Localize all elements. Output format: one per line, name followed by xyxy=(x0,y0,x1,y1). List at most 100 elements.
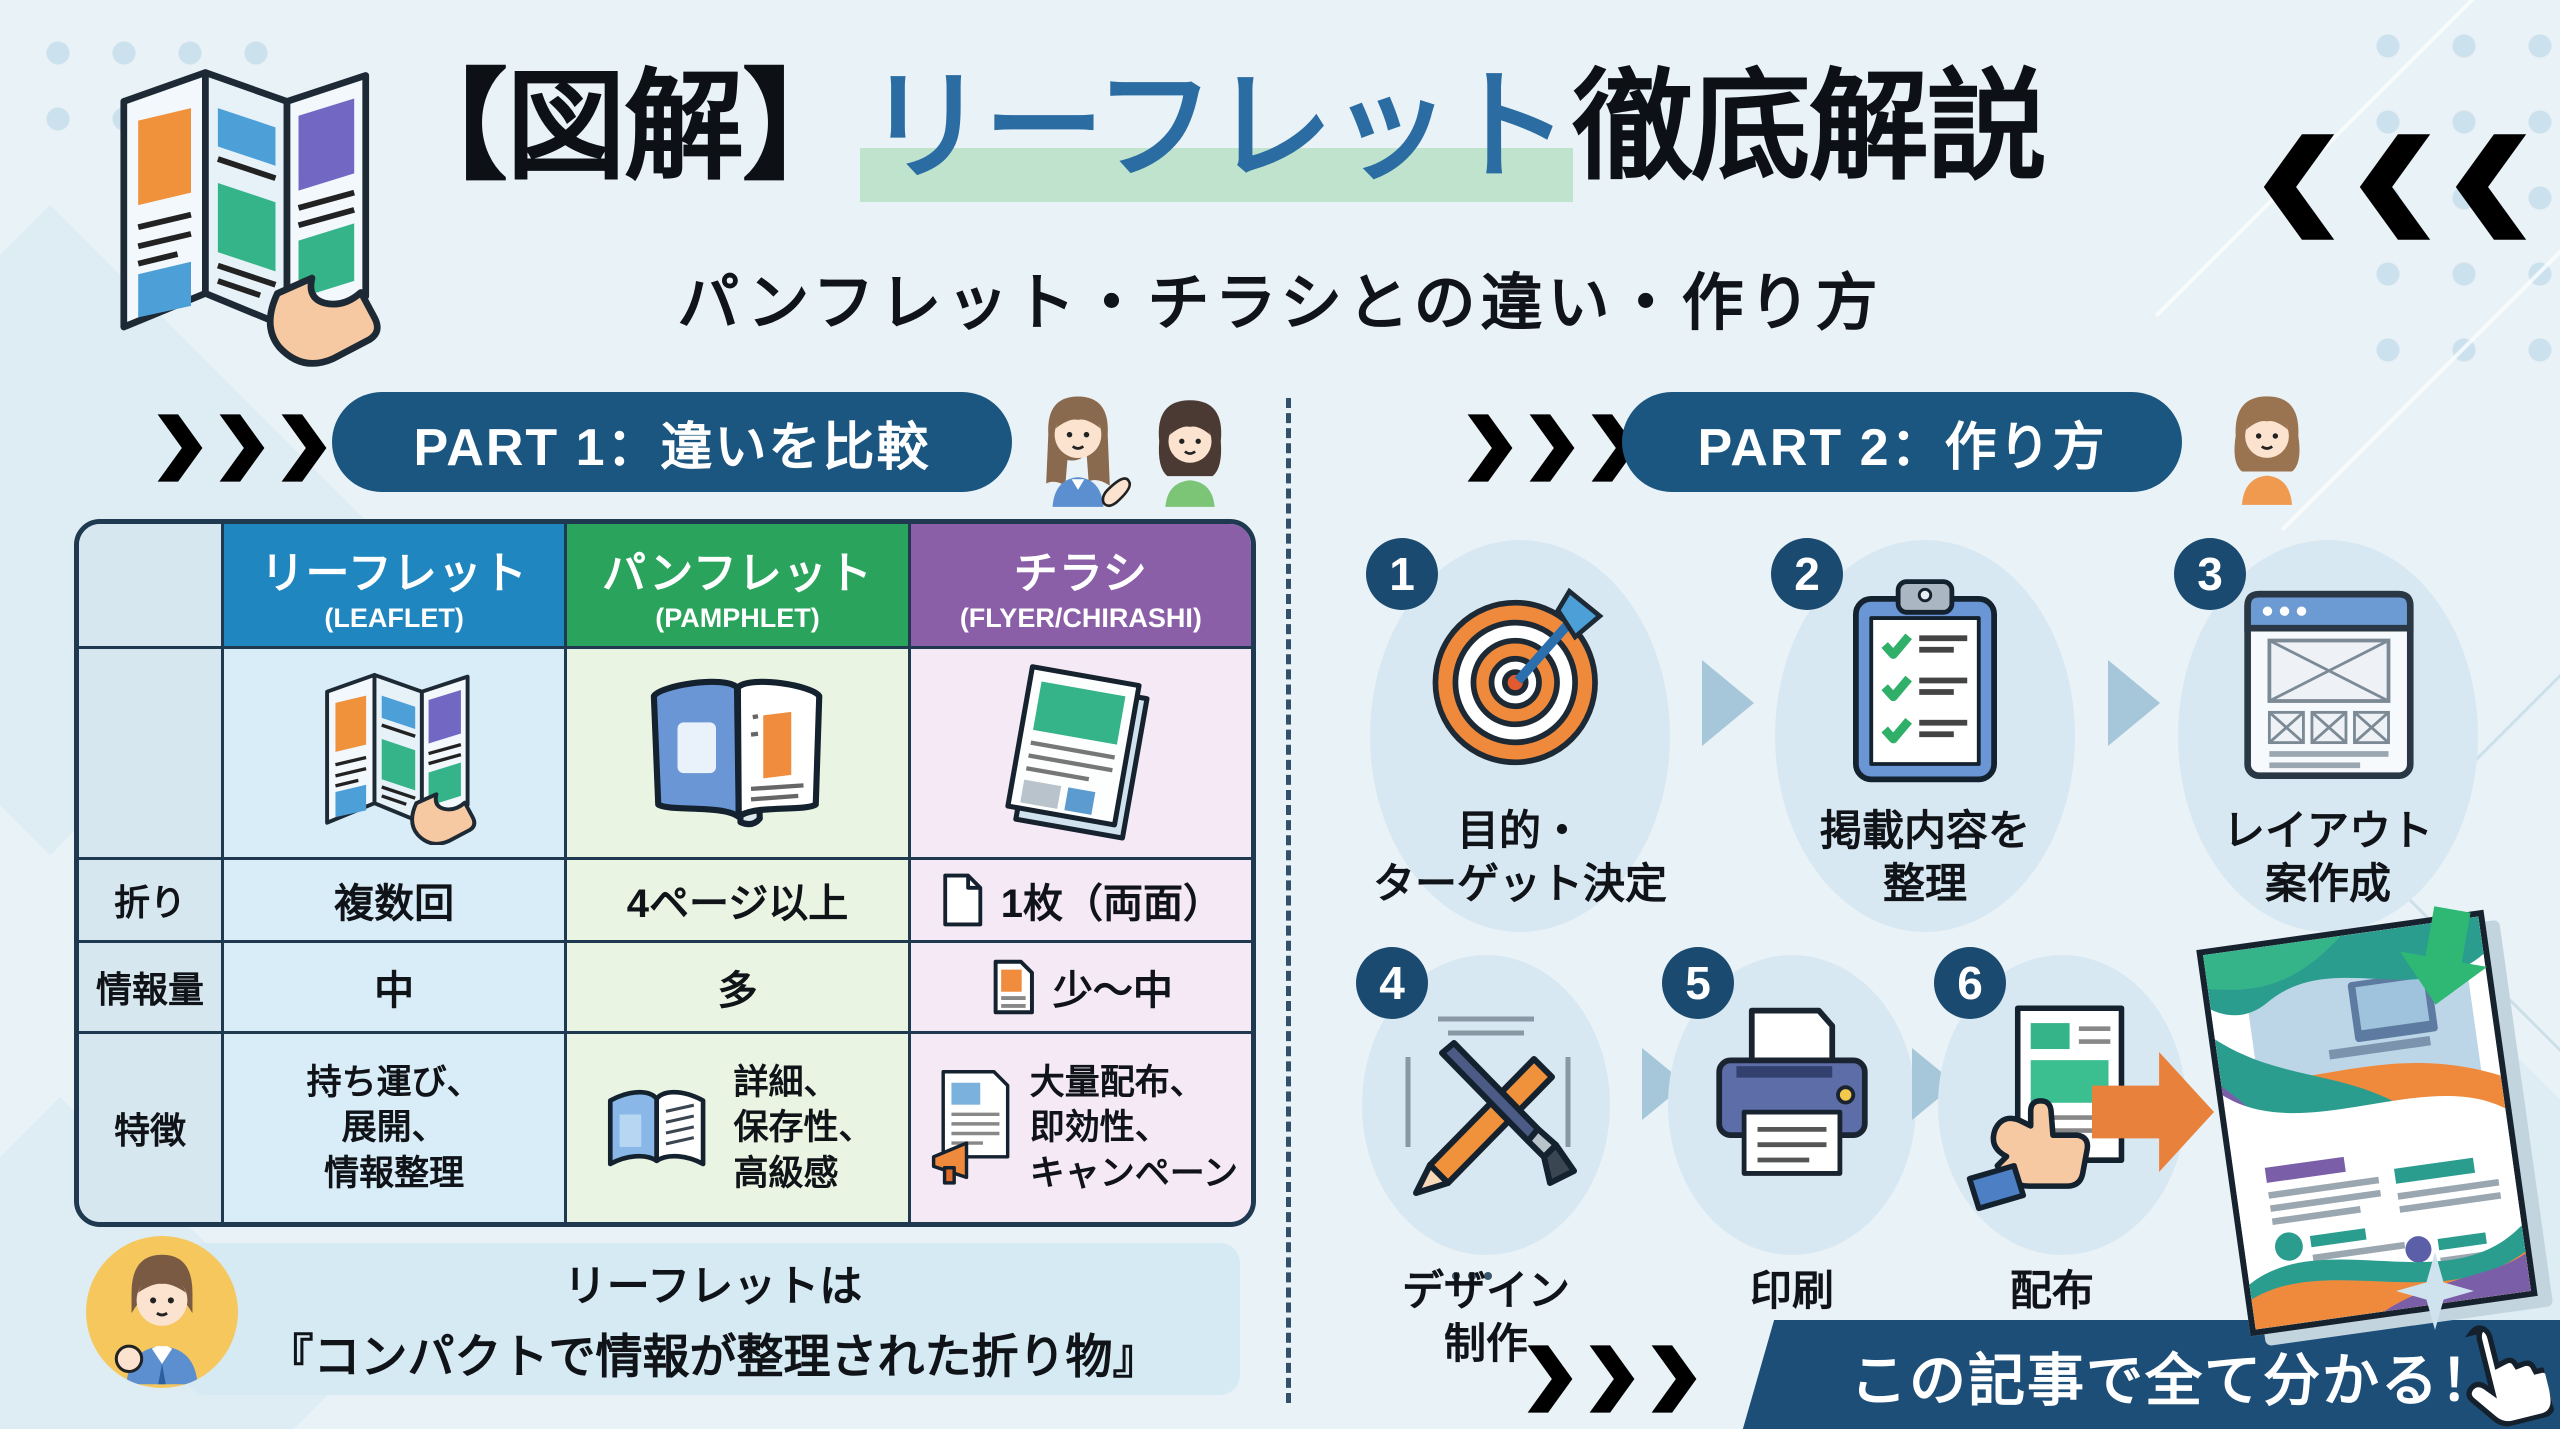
chevron-right-icon xyxy=(1467,414,1513,482)
features-leaflet: 持ち運び、 展開、 情報整理 xyxy=(221,1034,565,1222)
flow-arrow-icon xyxy=(2108,660,2160,746)
target-icon xyxy=(1425,578,1615,768)
chevron-right-icon xyxy=(1589,1345,1635,1413)
woman-avatar-3 xyxy=(2233,395,2301,507)
chevron-right-icon xyxy=(157,414,203,482)
fold-leaflet: 複数回 xyxy=(221,860,565,940)
booklet-icon xyxy=(632,661,842,845)
table-fold-row: 折り 複数回 4ページ以上 1枚（両面） xyxy=(79,857,1251,940)
step-label: デザイン 制作 xyxy=(1401,1267,1570,1367)
chevron-left-icon xyxy=(2359,134,2431,240)
down-arrow-icon xyxy=(2392,901,2496,1013)
comparison-table: リーフレット (LEAFLET) パンフレット (PAMPHLET) チラシ (… xyxy=(74,519,1256,1227)
fold-pamphlet: 4ページ以上 xyxy=(564,860,908,940)
leaflet-illustration-cell xyxy=(221,649,565,857)
part2-label: PART 2：作り方 xyxy=(1697,418,2107,477)
step-number-badge: 4 xyxy=(1356,947,1428,1019)
column-header-pamphlet: パンフレット (PAMPHLET) xyxy=(564,524,908,646)
summary-line1: リーフレットは xyxy=(563,1262,863,1311)
woman-avatar-2 xyxy=(1157,398,1223,509)
chevron-right-icon xyxy=(1527,1345,1573,1413)
features-pamphlet-text: 詳細、 保存性、 高級感 xyxy=(733,1062,874,1193)
step-4: 4 デザイン 制作 xyxy=(1356,947,1610,1367)
chevron-right-icon xyxy=(281,414,327,482)
features-flyer: 大量配布、 即効性、 キャンペーン xyxy=(907,1034,1251,1222)
step-label: 配布 xyxy=(2009,1267,2094,1314)
part1-chevrons xyxy=(152,405,332,491)
header-jp: リーフレット xyxy=(260,548,528,598)
fold-flyer: 1枚（両面） xyxy=(907,860,1251,940)
flyer-megaphone-icon xyxy=(931,1070,1010,1185)
info-leaflet: 中 xyxy=(221,943,565,1031)
part2-chevrons xyxy=(1462,405,1642,491)
step-number-badge: 5 xyxy=(1662,947,1734,1019)
chevron-right-icon xyxy=(1651,1345,1697,1413)
step-5: 5 印刷 xyxy=(1662,947,1916,1314)
woman-avatar-1 xyxy=(1044,395,1132,509)
pamphlet-illustration-cell xyxy=(564,649,908,857)
step-number-badge: 2 xyxy=(1771,538,1843,610)
document-icon xyxy=(993,959,1034,1015)
info-flyer-text: 少～中 xyxy=(1052,969,1173,1013)
header-jp: パンフレット xyxy=(602,548,873,598)
flow-arrow-icon xyxy=(1702,660,1754,746)
table-header-row: リーフレット (LEAFLET) パンフレット (PAMPHLET) チラシ (… xyxy=(79,524,1251,646)
part1-label: PART 1：違いを比較 xyxy=(413,418,931,477)
banner-chevrons xyxy=(1522,1336,1702,1422)
page-subtitle: パンフレット・チラシとの違い・作り方 xyxy=(677,269,1883,338)
checklist-clipboard-icon xyxy=(1834,572,2016,788)
chevron-right-icon xyxy=(1529,414,1575,482)
section-divider xyxy=(1286,398,1291,1403)
column-header-leaflet: リーフレット (LEAFLET) xyxy=(221,524,565,646)
fold-flyer-text: 1枚（両面） xyxy=(1000,882,1223,926)
man-avatar-icon xyxy=(114,1253,200,1386)
banner-label: この記事で全て分かる！ xyxy=(1850,1349,2500,1413)
header-en: (LEAFLET) xyxy=(324,602,464,633)
header-en: (FLYER/CHIRASHI) xyxy=(959,602,1202,633)
step-label: レイアウト 案作成 xyxy=(2222,807,2433,907)
mini-dots xyxy=(1452,1272,1460,1280)
title-suffix: 徹底解説 xyxy=(1572,60,2047,194)
open-book-icon xyxy=(601,1083,717,1173)
step-number-badge: 3 xyxy=(2174,538,2246,610)
flyer-icon xyxy=(998,659,1164,847)
table-corner-cell xyxy=(79,524,221,646)
chevron-left-icon xyxy=(2455,134,2527,240)
row-label-fold: 折り xyxy=(79,860,221,940)
row-label-features: 特徴 xyxy=(79,1034,221,1222)
chevron-right-icon xyxy=(219,414,265,482)
info-flyer: 少～中 xyxy=(907,943,1251,1031)
table-features-row: 特徴 持ち運び、 展開、 情報整理 詳細、 保存性、 高級感 大量配布、 即効性… xyxy=(79,1031,1251,1222)
man-avatar xyxy=(86,1236,238,1388)
step-2: 2 掲載内容を 整理 xyxy=(1771,538,2075,932)
sparkle-icon xyxy=(2396,1252,2474,1330)
trifold-leaflet-icon xyxy=(325,672,477,845)
table-illustration-row xyxy=(79,646,1251,857)
table-info-row: 情報量 中 多 少～中 xyxy=(79,940,1251,1031)
header-en: (PAMPHLET) xyxy=(655,602,820,633)
part1-header: PART 1：違いを比較 xyxy=(332,392,1012,492)
row-label-info: 情報量 xyxy=(79,943,221,1031)
layout-wireframe-icon xyxy=(2233,580,2423,788)
column-header-flyer: チラシ (FLYER/CHIRASHI) xyxy=(907,524,1251,646)
step-label: 目的・ ターゲット決定 xyxy=(1372,807,1667,907)
row-label-cell xyxy=(79,649,221,857)
step-number-badge: 6 xyxy=(1934,947,2006,1019)
flyer-illustration-cell xyxy=(907,649,1251,857)
title-prefix: 【図解】 xyxy=(388,60,862,194)
summary-callout: リーフレットは 『コンパクトで情報が整理された折り物』 xyxy=(186,1243,1240,1395)
features-flyer-text: 大量配布、 即効性、 キャンペーン xyxy=(1029,1062,1238,1193)
step-label: 印刷 xyxy=(1749,1267,1834,1314)
title-highlight: リーフレット xyxy=(860,52,1573,202)
info-pamphlet: 多 xyxy=(564,943,908,1031)
step-1: 1 目的・ ターゲット決定 xyxy=(1366,538,1670,932)
page-title: 【図解】リーフレット徹底解説 xyxy=(388,52,2047,202)
summary-line2: 『コンパクトで情報が整理された折り物』 xyxy=(266,1329,1160,1383)
step-3: 3 レイアウト 案作成 xyxy=(2174,538,2478,932)
single-sheet-icon xyxy=(943,873,982,927)
brush-pencil-icon xyxy=(1386,997,1586,1207)
part2-header: PART 2：作り方 xyxy=(1622,392,2182,492)
step-label: 掲載内容を 整理 xyxy=(1819,807,2030,907)
step-number-badge: 1 xyxy=(1366,538,1438,610)
